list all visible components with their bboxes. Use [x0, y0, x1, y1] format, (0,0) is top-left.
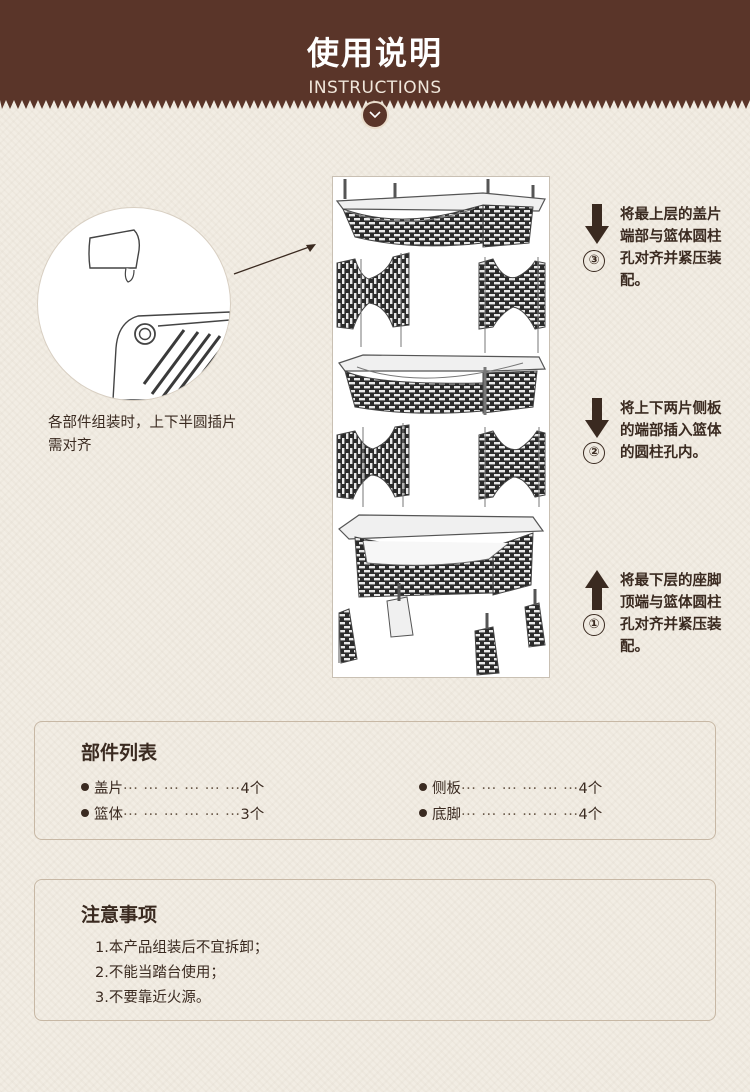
list-item: 盖片··· ··· ··· ··· ··· ···4个 [81, 777, 264, 798]
upper-side-panels [336, 252, 546, 353]
step-number: ② [583, 442, 605, 464]
notes-box: 注意事项 1.本产品组装后不宜拆卸； 2.不能当踏台使用； 3.不要靠近火源。 [34, 879, 716, 1021]
bottom-basket [338, 514, 545, 598]
assembly-diagram-illustration [335, 179, 546, 676]
arrow-down-icon [585, 398, 609, 438]
step-text: 将上下两片侧板的端部插入篮体的圆柱孔内。 [620, 401, 722, 461]
step-number: ③ [583, 250, 605, 272]
note-item: 2.不能当踏台使用； [95, 965, 225, 981]
bullet-icon [81, 783, 89, 791]
detail-illustration [88, 229, 230, 400]
detail-zoom-circle [37, 207, 231, 401]
bullet-icon [81, 809, 89, 817]
step-number: ① [583, 614, 605, 636]
assembly-diagram [332, 176, 550, 678]
pointer-arrow-icon [233, 244, 316, 275]
step-2: ② 将上下两片侧板的端部插入篮体的圆柱孔内。 [580, 398, 740, 488]
page-subtitle: INSTRUCTIONS [308, 78, 442, 98]
note-item: 1.本产品组装后不宜拆卸； [95, 940, 269, 956]
list-item: 底脚··· ··· ··· ··· ··· ···4个 [419, 803, 602, 824]
parts-list-box: 部件列表 盖片··· ··· ··· ··· ··· ···4个 侧板··· ·… [34, 721, 716, 840]
detail-caption: 各部件组装时，上下半圆插片需对齐 [48, 415, 237, 454]
middle-basket [338, 354, 546, 415]
bullet-icon [419, 809, 427, 817]
top-basket [335, 179, 546, 248]
step-text: 将最下层的座脚顶端与篮体圆柱孔对齐并紧压装配。 [620, 573, 722, 655]
arrow-up-icon [585, 570, 609, 610]
step-1: ① 将最下层的座脚顶端与篮体圆柱孔对齐并紧压装配。 [580, 570, 740, 660]
notes-title: 注意事项 [81, 904, 158, 926]
page-title: 使用说明 [306, 34, 443, 72]
header-banner-shape [0, 0, 750, 109]
step-text: 将最上层的盖片端部与篮体圆柱孔对齐并紧压装配。 [620, 207, 722, 289]
list-item: 侧板··· ··· ··· ··· ··· ···4个 [419, 777, 602, 798]
list-item: 篮体··· ··· ··· ··· ··· ···3个 [81, 803, 264, 824]
header-banner: 使用说明 INSTRUCTIONS [0, 0, 750, 129]
feet [338, 583, 546, 676]
step-3: ③ 将最上层的盖片端部与篮体圆柱孔对齐并紧压装配。 [580, 204, 740, 294]
lower-side-panels [336, 423, 546, 507]
chevron-down-icon [361, 101, 389, 129]
note-item: 3.不要靠近火源。 [95, 990, 211, 1006]
parts-list-title: 部件列表 [81, 742, 158, 764]
arrow-down-icon [585, 204, 609, 244]
bullet-icon [419, 783, 427, 791]
